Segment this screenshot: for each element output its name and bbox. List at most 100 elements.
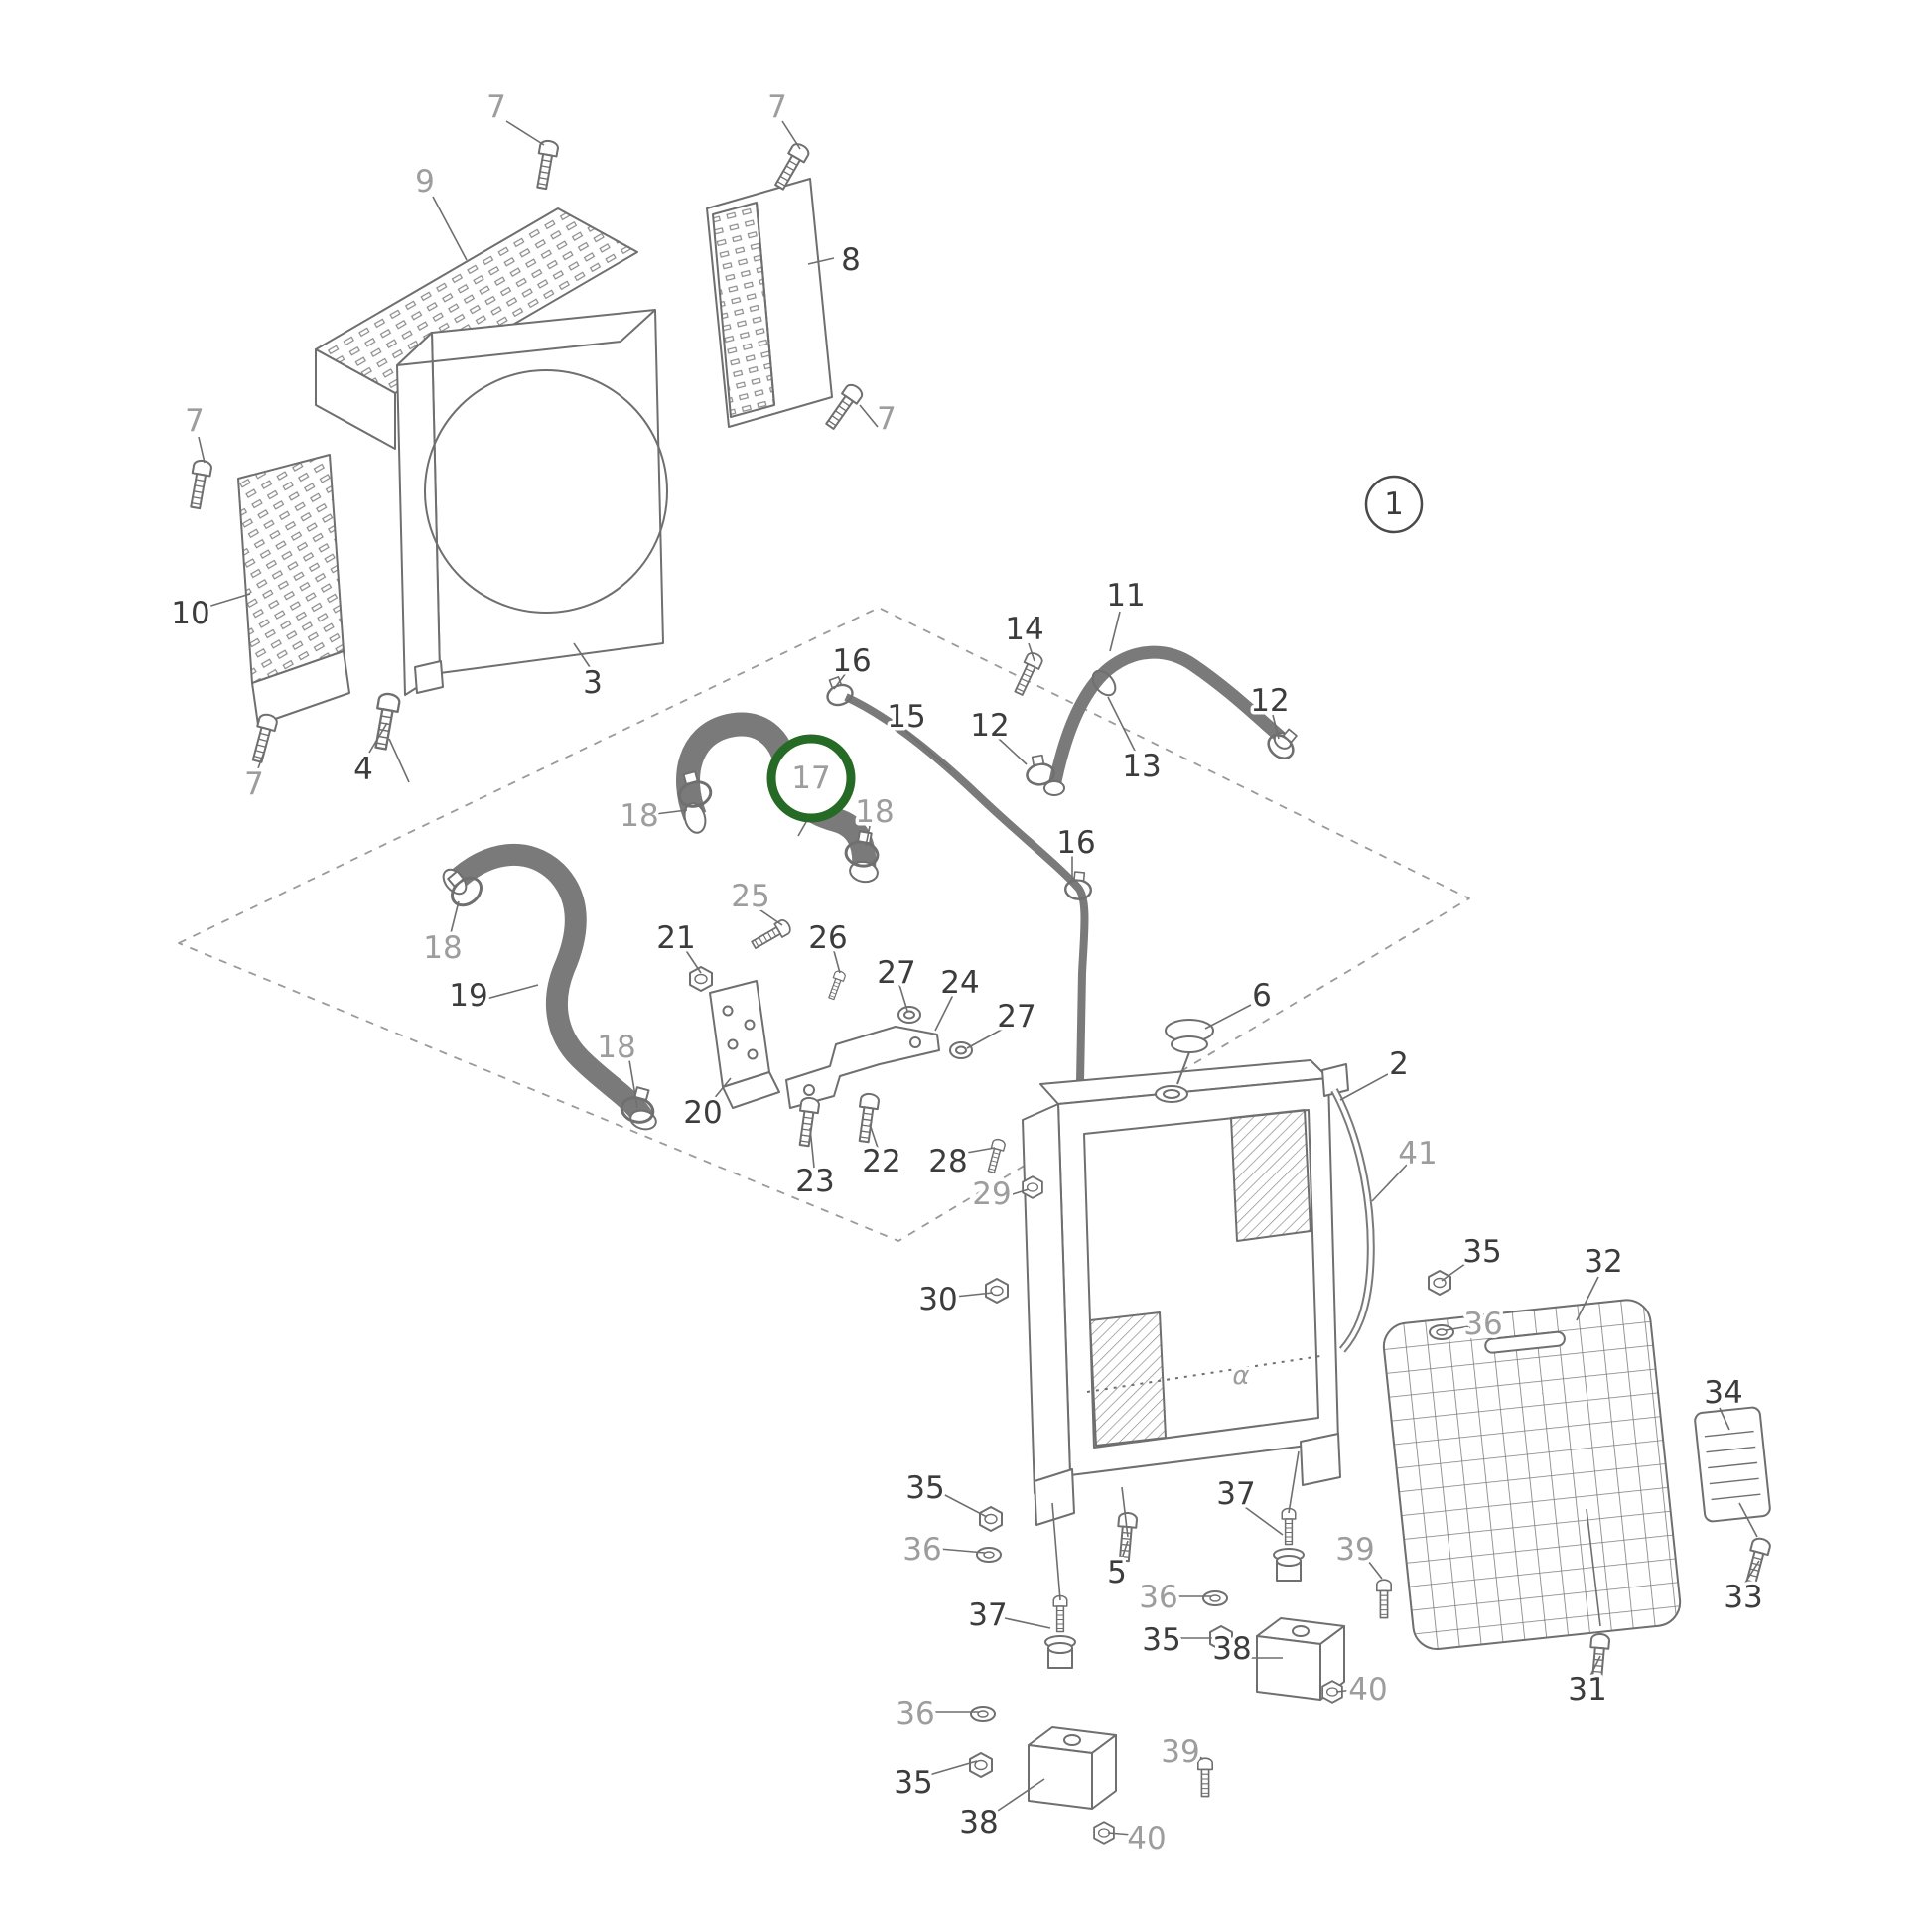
part-label-7[interactable]: 7 bbox=[241, 763, 268, 806]
part-label-27[interactable]: 27 bbox=[994, 996, 1039, 1038]
part-label-32[interactable]: 32 bbox=[1581, 1241, 1626, 1284]
part-label-2[interactable]: 2 bbox=[1386, 1043, 1413, 1086]
part-label-38[interactable]: 38 bbox=[956, 1802, 1002, 1845]
part-label-35[interactable]: 35 bbox=[902, 1467, 948, 1510]
part-label-15[interactable]: 15 bbox=[884, 696, 929, 739]
part-label-39[interactable]: 39 bbox=[1332, 1529, 1378, 1572]
part-label-30[interactable]: 30 bbox=[915, 1279, 961, 1321]
bolt-14-icon bbox=[1010, 649, 1045, 698]
part-9-top-cover bbox=[315, 207, 638, 450]
part-label-18[interactable]: 18 bbox=[420, 927, 466, 970]
nut-29-icon bbox=[1022, 1175, 1043, 1199]
part-label-33[interactable]: 33 bbox=[1721, 1577, 1766, 1619]
washer-36-icon bbox=[970, 1706, 996, 1722]
part-label-40[interactable]: 40 bbox=[1345, 1669, 1391, 1712]
part-label-12[interactable]: 12 bbox=[967, 705, 1013, 748]
washer-36-icon bbox=[1202, 1590, 1228, 1606]
part-label-7[interactable]: 7 bbox=[874, 398, 900, 441]
part-label-1[interactable]: 1 bbox=[1381, 483, 1408, 526]
nut-30-icon bbox=[985, 1278, 1009, 1304]
part-11-upper-radiator-hose bbox=[1043, 645, 1293, 796]
nut-35-icon bbox=[1428, 1270, 1451, 1296]
highlight-ring bbox=[766, 734, 856, 823]
part-label-16[interactable]: 16 bbox=[829, 640, 875, 683]
part-3-fan-shroud bbox=[396, 309, 668, 696]
part-label-21[interactable]: 21 bbox=[653, 917, 699, 960]
part-label-28[interactable]: 28 bbox=[925, 1141, 971, 1183]
part-label-7[interactable]: 7 bbox=[483, 86, 510, 129]
construction-plane bbox=[178, 607, 1470, 1242]
part-10-side-cover bbox=[237, 454, 350, 726]
part-label-39[interactable]: 39 bbox=[1158, 1731, 1203, 1774]
part-label-35[interactable]: 35 bbox=[891, 1762, 936, 1805]
washer-36-icon bbox=[1429, 1324, 1454, 1340]
part-label-8[interactable]: 8 bbox=[838, 239, 865, 282]
part-label-36[interactable]: 36 bbox=[1460, 1304, 1506, 1346]
bolt-28-icon bbox=[984, 1137, 1007, 1174]
part-label-5[interactable]: 5 bbox=[1104, 1552, 1131, 1594]
bolt-39-icon bbox=[1376, 1579, 1392, 1619]
part-label-31[interactable]: 31 bbox=[1565, 1669, 1610, 1712]
part-label-29[interactable]: 29 bbox=[969, 1173, 1015, 1216]
part-label-7[interactable]: 7 bbox=[182, 400, 208, 443]
bolt-25-icon bbox=[749, 916, 794, 953]
part-label-37[interactable]: 37 bbox=[1213, 1473, 1259, 1516]
leader-lines bbox=[198, 120, 1760, 1836]
part-27-bushing-icon bbox=[897, 1006, 973, 1059]
part-label-14[interactable]: 14 bbox=[1002, 609, 1047, 651]
nut-21-icon bbox=[689, 966, 713, 992]
part-label-11[interactable]: 11 bbox=[1103, 575, 1149, 618]
part-38-mount-bracket bbox=[1028, 1617, 1345, 1810]
bolt-39-icon bbox=[1197, 1757, 1213, 1798]
part-label-9[interactable]: 9 bbox=[412, 161, 439, 204]
part-label-35[interactable]: 35 bbox=[1139, 1619, 1184, 1662]
part-label-26[interactable]: 26 bbox=[805, 917, 851, 960]
part-label-10[interactable]: 10 bbox=[168, 593, 213, 635]
part-label-18[interactable]: 18 bbox=[617, 795, 662, 838]
part-label-3[interactable]: 3 bbox=[580, 662, 607, 705]
part-6-radiator-cap bbox=[1165, 1019, 1214, 1085]
part-24-support-arm bbox=[785, 1026, 940, 1109]
part-label-13[interactable]: 13 bbox=[1119, 746, 1165, 788]
part-label-18[interactable]: 18 bbox=[594, 1027, 639, 1069]
part-label-4[interactable]: 4 bbox=[350, 749, 377, 791]
part-label-34[interactable]: 34 bbox=[1701, 1372, 1746, 1415]
part-label-36[interactable]: 36 bbox=[1136, 1577, 1181, 1619]
bolt-22-icon bbox=[854, 1091, 881, 1144]
part-label-7[interactable]: 7 bbox=[764, 86, 791, 129]
part-label-41[interactable]: 41 bbox=[1395, 1133, 1441, 1175]
part-label-36[interactable]: 36 bbox=[899, 1529, 945, 1572]
washer-36-icon bbox=[976, 1547, 1002, 1563]
nut-35-icon bbox=[969, 1752, 993, 1778]
part-15-overflow-hose bbox=[844, 693, 1089, 1083]
part-label-24[interactable]: 24 bbox=[937, 962, 983, 1005]
part-label-37[interactable]: 37 bbox=[965, 1594, 1011, 1637]
part-label-23[interactable]: 23 bbox=[792, 1161, 838, 1203]
assembly-ring bbox=[1364, 475, 1424, 534]
part-label-35[interactable]: 35 bbox=[1459, 1231, 1505, 1274]
part-label-19[interactable]: 19 bbox=[446, 975, 491, 1018]
part-label-40[interactable]: 40 bbox=[1124, 1818, 1170, 1861]
part-41-overflow-tube bbox=[1330, 1088, 1375, 1353]
part-label-17[interactable]: 17 bbox=[788, 758, 834, 800]
part-label-12[interactable]: 12 bbox=[1247, 680, 1293, 723]
part-20-bracket bbox=[709, 980, 780, 1109]
clamp-12-icon bbox=[1023, 752, 1057, 788]
part-label-20[interactable]: 20 bbox=[680, 1092, 726, 1135]
part-label-27[interactable]: 27 bbox=[874, 952, 919, 995]
part-34-name-plate bbox=[1694, 1406, 1771, 1523]
bolt-7-icon bbox=[531, 138, 560, 191]
part-label-18[interactable]: 18 bbox=[852, 791, 897, 834]
part-label-38[interactable]: 38 bbox=[1209, 1628, 1255, 1671]
part-2-radiator bbox=[1022, 1059, 1349, 1526]
part-label-25[interactable]: 25 bbox=[728, 876, 773, 918]
part-32-grille bbox=[1382, 1299, 1682, 1651]
nut-35-icon bbox=[979, 1506, 1003, 1532]
part-label-16[interactable]: 16 bbox=[1053, 822, 1099, 865]
part-label-36[interactable]: 36 bbox=[893, 1693, 938, 1735]
part-8-side-plate bbox=[706, 178, 833, 428]
part-label-6[interactable]: 6 bbox=[1249, 975, 1276, 1018]
part-label-22[interactable]: 22 bbox=[859, 1141, 904, 1183]
